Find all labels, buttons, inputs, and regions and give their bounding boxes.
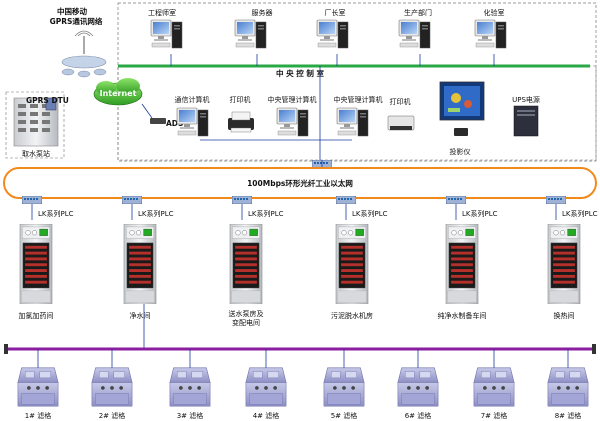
filter-label: 4# 滤格: [253, 411, 280, 420]
filter-label: 1# 滤格: [25, 411, 52, 420]
plc-location-line2: 变配电间: [232, 318, 260, 327]
plc-location: 纯净水制备车间: [438, 311, 487, 320]
ups-power[interactable]: UPS电源: [512, 95, 540, 137]
mgmt-pc2-label: 中央管理计算机: [334, 95, 383, 104]
plc-location: 污泥脱水机房: [331, 311, 373, 320]
plc-location: 换热间: [554, 311, 575, 320]
plc-tag: LK系列PLC: [562, 209, 598, 218]
plc-location: 净水间: [130, 311, 151, 320]
internet-cloud: Internet: [93, 78, 143, 106]
filter-console[interactable]: 8# 滤格: [547, 367, 589, 420]
ring-label: 100Mbps环形光纤工业以太网: [247, 178, 353, 188]
filter-label: 5# 滤格: [331, 411, 358, 420]
filter-label: 3# 滤格: [177, 411, 204, 420]
pump-station-label: 取水泵站: [22, 149, 50, 158]
station-label: 工程师室: [148, 8, 176, 17]
gprs-network: 中国移动 GPRS通讯网络: [50, 6, 107, 78]
filter-console[interactable]: 5# 滤格: [323, 367, 365, 420]
printer-2[interactable]: 打印机: [387, 97, 415, 131]
office-workstation[interactable]: 工程师室: [148, 8, 183, 49]
projector-label: 投影仪: [450, 147, 471, 156]
plc-tag: LK系列PLC: [352, 209, 388, 218]
plc-tag: LK系列PLC: [248, 209, 284, 218]
gprs-label-line1: 中国移动: [57, 6, 87, 16]
printer-icon: [387, 115, 415, 131]
antenna-icon: [61, 30, 107, 78]
mgmt-pc1-label: 中央管理计算机: [268, 95, 317, 104]
projector[interactable]: 投影仪: [439, 81, 485, 156]
station-label: 生产部门: [404, 8, 432, 17]
filter-label: 7# 滤格: [481, 411, 508, 420]
control-room-label: 中 央 控 制 室: [276, 68, 324, 78]
comm-computer[interactable]: 通信计算机: [175, 95, 210, 137]
printer2-label: 打印机: [390, 97, 411, 106]
plant-management-zone: [117, 2, 597, 162]
office-workstation[interactable]: 化验室: [474, 8, 507, 49]
filter-console[interactable]: 3# 滤格: [169, 367, 211, 420]
central-mgmt-computer-1[interactable]: 中央管理计算机: [268, 95, 317, 137]
internet-label: Internet: [100, 89, 137, 98]
filter-console[interactable]: 6# 滤格: [397, 367, 439, 420]
control-room-links: [141, 66, 352, 160]
filter-console[interactable]: 1# 滤格: [17, 367, 59, 420]
gprs-label-line2: GPRS通讯网络: [50, 16, 103, 26]
filter-console[interactable]: 7# 滤格: [473, 367, 515, 420]
filter-console[interactable]: 4# 滤格: [245, 367, 287, 420]
comm-pc-label: 通信计算机: [175, 95, 210, 104]
station-label: 厂长室: [325, 8, 346, 17]
filter-label: 8# 滤格: [555, 411, 582, 420]
plc-location: 加氯加药间: [19, 311, 54, 320]
printer-1[interactable]: 打印机: [228, 95, 254, 133]
station-label: 服务器: [252, 8, 273, 17]
filter-label: 2# 滤格: [99, 411, 126, 420]
gprs-dtu-label: GPRS DTU: [26, 96, 69, 105]
office-workstation[interactable]: 生产部门: [398, 8, 432, 49]
filter-label: 6# 滤格: [405, 411, 432, 420]
office-workstation[interactable]: 厂长室: [316, 8, 349, 49]
printer1-label: 打印机: [230, 95, 251, 104]
projection-screen-icon: [439, 81, 485, 121]
station-label: 化验室: [484, 8, 505, 17]
plc-cabinet[interactable]: LK系列PLC 送水泵房及 变配电间: [229, 196, 284, 327]
plc-cabinet[interactable]: LK系列PLC 污泥脱水机房: [331, 196, 388, 320]
central-mgmt-computer-2[interactable]: 中央管理计算机: [334, 95, 383, 137]
office-drop-lines: [170, 54, 495, 66]
central-control-room-zone: [117, 65, 597, 161]
plc-tag: LK系列PLC: [38, 209, 74, 218]
printer-icon: [228, 111, 254, 133]
plc-cabinet[interactable]: LK系列PLC 加氯加药间: [19, 196, 74, 320]
plc-tag: LK系列PLC: [462, 209, 498, 218]
office-workstation[interactable]: 服务器: [234, 8, 273, 49]
filter-console[interactable]: 2# 滤格: [91, 367, 133, 420]
pump-station: GPRS DTU 取水泵站: [5, 91, 69, 159]
plc-cabinet[interactable]: LK系列PLC 纯净水制备车间: [438, 196, 498, 320]
projector-icon: [454, 128, 468, 136]
ups-icon: [513, 105, 539, 137]
fiber-ring: [3, 167, 597, 199]
plc-cabinet[interactable]: LK系列PLC 净水间: [122, 196, 174, 320]
plc-location: 送水泵房及: [229, 309, 264, 318]
plc-tag: LK系列PLC: [138, 209, 174, 218]
plc-cabinet[interactable]: LK系列PLC 换热间: [546, 196, 598, 320]
ups-label: UPS电源: [512, 95, 540, 104]
